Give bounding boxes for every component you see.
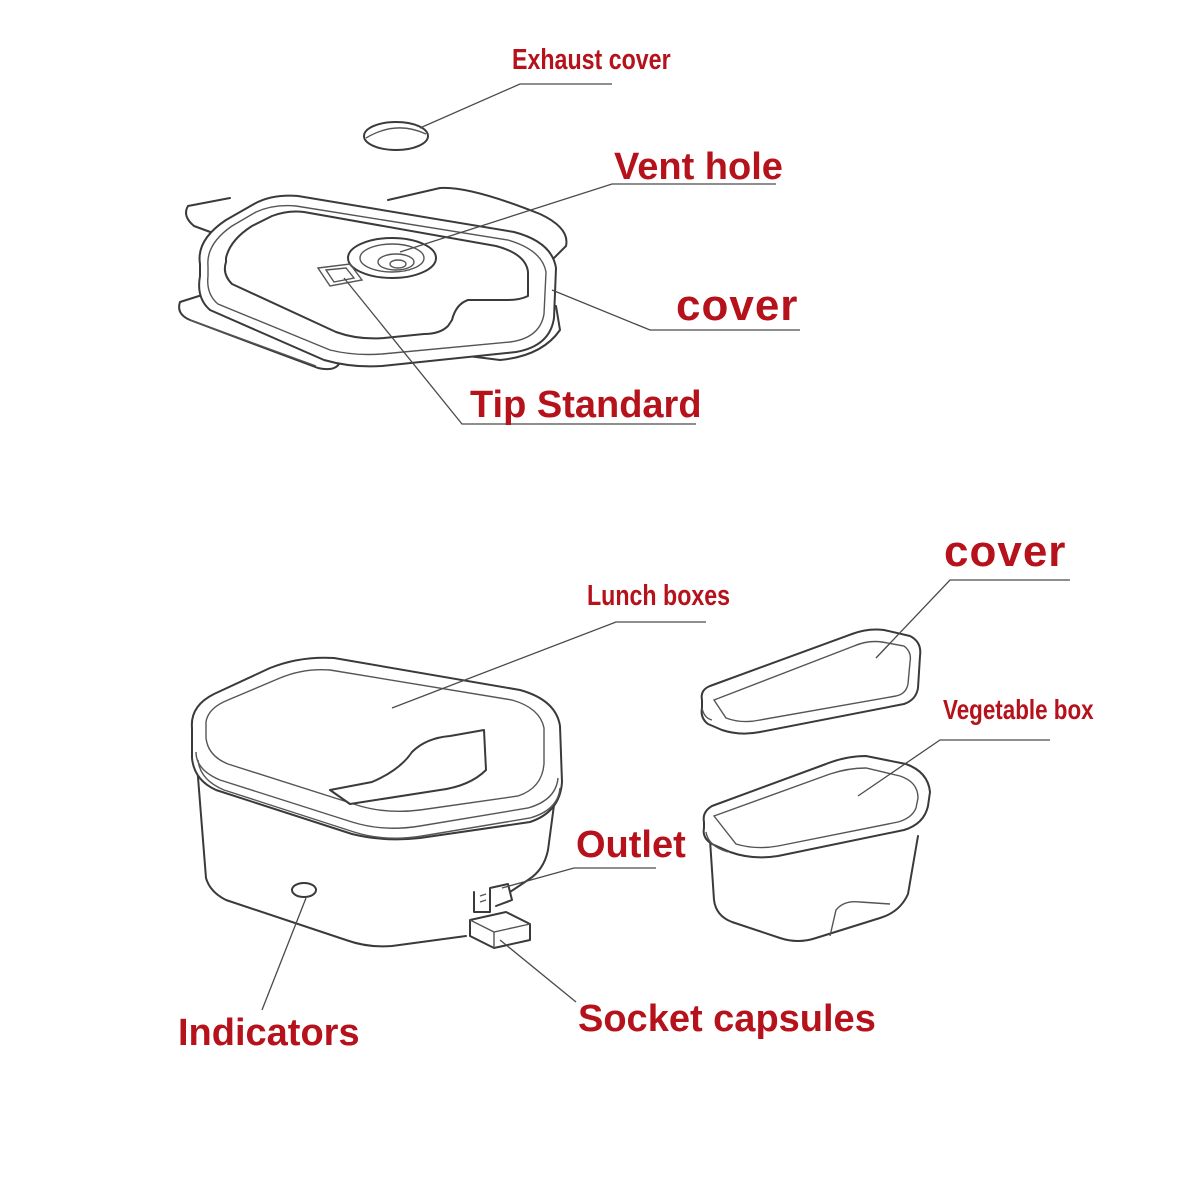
socket-capsules-leader [499, 939, 577, 1003]
label-lunch-boxes: Lunch boxes [587, 580, 731, 612]
cover-top-leader [551, 289, 800, 331]
vegetable-box-leader [857, 739, 1050, 797]
cover-bottom-leader [875, 579, 1070, 659]
vegetable-box-part [702, 755, 931, 942]
tip-standard-leader [343, 277, 696, 425]
label-vent-hole: Vent hole [614, 146, 783, 188]
socket-capsule-part [469, 911, 531, 949]
indicators-leader [261, 897, 307, 1011]
label-outlet: Outlet [576, 824, 686, 866]
vent-hole-leader [399, 183, 776, 253]
exhaust-cover-leader [419, 83, 612, 129]
label-socket-capsules: Socket capsules [578, 998, 876, 1040]
label-exhaust-cover: Exhaust cover [512, 44, 671, 76]
label-cover-bottom: cover [944, 527, 1067, 576]
outlet-leader [501, 867, 656, 889]
top-cover-part [178, 186, 568, 371]
outlet-part [473, 883, 513, 913]
label-vegetable-box: Vegetable box [943, 694, 1094, 725]
small-cover-part [700, 628, 922, 735]
exhaust-cover-part [363, 121, 429, 151]
lunch-box-part [190, 656, 563, 948]
label-tip-standard: Tip Standard [470, 384, 702, 426]
lunch-boxes-leader [391, 621, 706, 709]
label-cover-top: cover [676, 281, 799, 330]
label-indicators: Indicators [178, 1012, 360, 1054]
